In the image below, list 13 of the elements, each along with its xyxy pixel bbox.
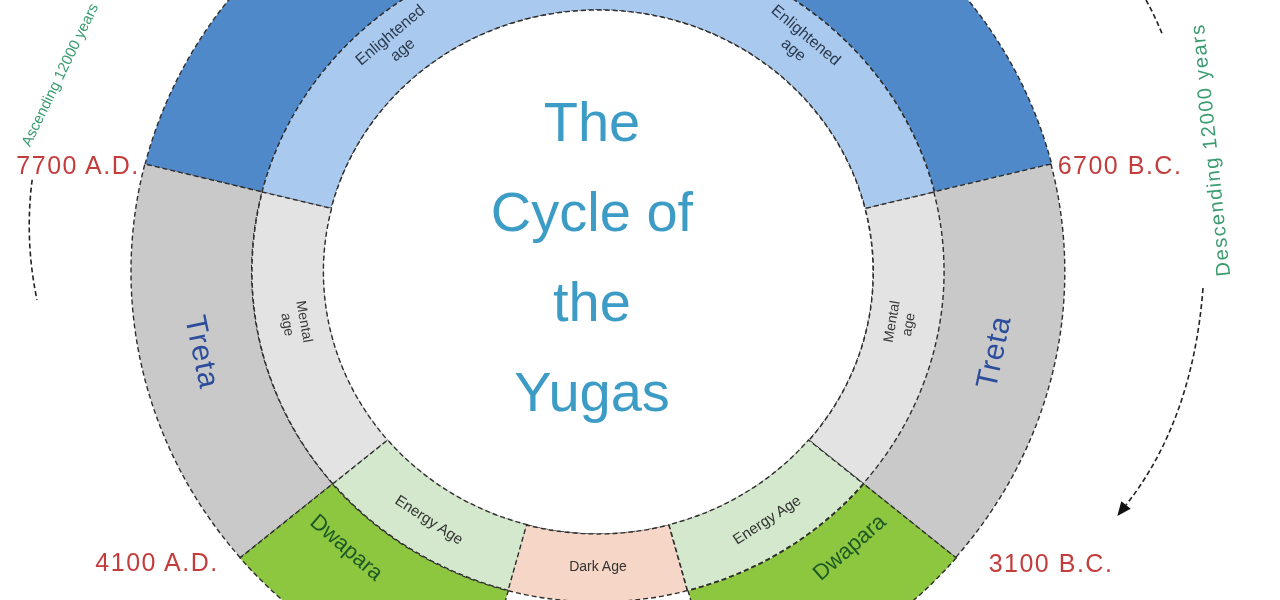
outer-ring-segment	[238, 482, 511, 600]
outer-ring-segment	[685, 482, 958, 600]
direction-label: Descending 12000 years	[1184, 22, 1236, 278]
date-label: 4100 A.D.	[95, 549, 219, 575]
age-label: Dark Age	[569, 556, 627, 576]
date-label: 6700 B.C.	[1057, 152, 1183, 178]
center-title: The Cycle of the Yugas	[489, 89, 695, 425]
inner-ring-segment	[506, 523, 690, 600]
date-label: 3100 B.C.	[988, 550, 1114, 576]
yuga-name: Treta	[177, 311, 228, 393]
age-label: Mental age	[879, 299, 919, 346]
yuga-name: Treta	[968, 311, 1019, 393]
age-label: Mental age	[277, 299, 317, 346]
